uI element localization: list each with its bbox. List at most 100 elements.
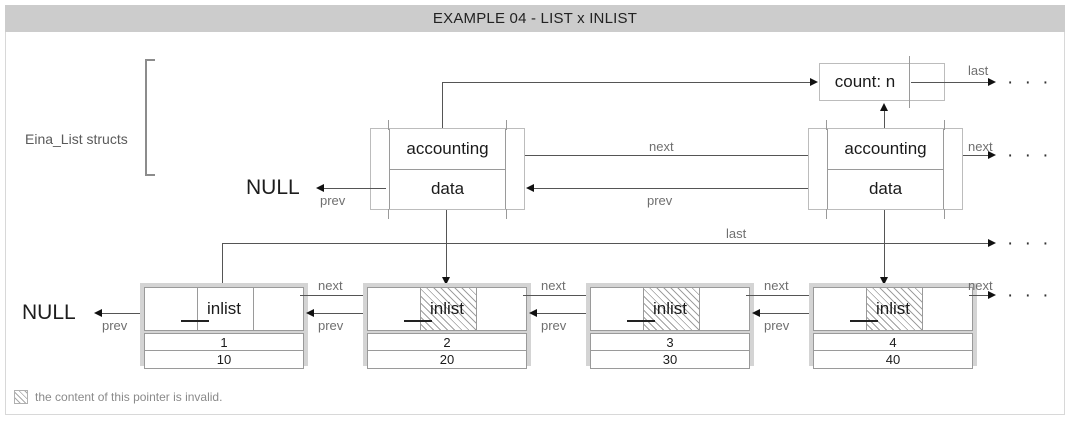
list-node1-prev-line [324, 188, 386, 189]
node2-stub-bottom-left [826, 209, 827, 219]
inlist-node-4-seg-left [866, 288, 867, 330]
inlist-node-2-seg-left [420, 288, 421, 330]
inlist-node-1-seg-right [253, 288, 254, 330]
node2-stub-bottom-right [944, 209, 945, 219]
list-node1-prev-arrowhead [316, 184, 324, 192]
inlist-node-2-seg-right [476, 288, 477, 330]
inlist-node-1-top: inlist [144, 287, 304, 331]
inlist-node-3-invalid-hatch [643, 288, 699, 330]
inlist-node2-prev-label: prev [318, 318, 344, 333]
inlist-node3-next-label: next [764, 278, 789, 293]
count-last-edge-line [911, 82, 989, 83]
list-node2-next-line [963, 155, 989, 156]
inlist-node1-prev-label: prev [102, 318, 128, 333]
list-node2-prev-label: prev [647, 193, 673, 208]
inlist-node-2-top: inlist [367, 287, 527, 331]
node1-stub-top-right [506, 120, 507, 130]
inlist-node-2-value2: 20 [367, 351, 527, 369]
node2-stub-top-right [944, 120, 945, 130]
inlist-node-2-label: inlist [429, 299, 464, 318]
inlist-node-1: inlist 1 10 [140, 283, 308, 369]
list-node1-data-pointer-arrowhead [442, 277, 450, 285]
inlist-node3-prev-arrowhead [529, 309, 537, 317]
accounting1-to-count-vline [442, 82, 443, 152]
inlist-node3-next-line [746, 295, 812, 296]
inlist-node-1-underscore [181, 320, 209, 322]
node1-stub-bottom-right [506, 209, 507, 219]
list-node1-next-label: next [649, 139, 674, 154]
inlist-node2-prev-arrowhead [306, 309, 314, 317]
eina-list-group-bracket [145, 59, 155, 176]
last-edge-ellipsis: · · · [1007, 233, 1052, 254]
legend-label: the content of this pointer is invalid. [35, 390, 223, 404]
eina-list-node-1-inner: accounting data [389, 129, 506, 209]
inlist-node-2-value1: 2 [367, 333, 527, 351]
inlist-node-4-label: inlist [875, 299, 910, 318]
inlist-node-3-seg-right [699, 288, 700, 330]
inlist-node-4-invalid-hatch [866, 288, 922, 330]
accounting2-to-count-vline [884, 110, 885, 134]
inlist-node4-next-arrowhead [988, 291, 996, 299]
inlist-prev-null-label: NULL [22, 301, 76, 324]
node1-stub-top-left [388, 120, 389, 130]
list-node2-prev-line [534, 188, 819, 189]
inlist-node3-prev-line [537, 313, 603, 314]
inlist-node-1-seg-left [197, 288, 198, 330]
inlist-node-3-top: inlist [590, 287, 750, 331]
list-node2-data-pointer-line [884, 210, 885, 278]
count-node-divider [909, 56, 910, 108]
accounting1-to-count-hline [442, 82, 812, 83]
inlist-node3-prev-label: prev [541, 318, 567, 333]
legend: the content of this pointer is invalid. [14, 390, 222, 404]
inlist-node2-next-label: next [541, 278, 566, 293]
inlist-node-4-top: inlist [813, 287, 973, 331]
inlist-node4-prev-label: prev [764, 318, 790, 333]
inlist-node4-prev-arrowhead [752, 309, 760, 317]
list-node1-prev-label: prev [320, 193, 346, 208]
last-edge-vline [222, 243, 223, 289]
inlist-node-3-label: inlist [652, 299, 687, 318]
list-prev-null-label: NULL [246, 176, 300, 199]
page-title: EXAMPLE 04 - LIST x INLIST [432, 10, 638, 27]
inlist-node-3-value1: 3 [590, 333, 750, 351]
diagram-title-bar: EXAMPLE 04 - LIST x INLIST [5, 5, 1065, 32]
eina-list-group-label: Eina_List structs [25, 131, 128, 147]
count-last-arrowhead [988, 78, 996, 86]
eina-list-node-2-data: data [868, 179, 903, 199]
eina-list-node-1-data: data [430, 179, 465, 199]
inlist-node-3-seg-left [643, 288, 644, 330]
inlist-node1-prev-arrowhead [94, 309, 102, 317]
inlist-node-3-value2: 30 [590, 351, 750, 369]
node1-stub-bottom-left [388, 209, 389, 219]
list-node2-next-arrowhead [988, 151, 996, 159]
eina-list-node-2-accounting: accounting [828, 129, 943, 170]
list-node1-next-line [525, 155, 811, 156]
list-node2-next-ellipsis: · · · [1007, 145, 1052, 166]
inlist-node1-next-label: next [318, 278, 343, 293]
inlist-node4-next-label: next [968, 278, 993, 293]
eina-list-node-2: accounting data [808, 128, 963, 210]
inlist-node-1-value1: 1 [144, 333, 304, 351]
inlist-node4-prev-line [760, 313, 826, 314]
list-node2-prev-arrowhead [526, 184, 534, 192]
invalid-pointer-hatch-icon [14, 390, 28, 404]
inlist-node-1-value2: 10 [144, 351, 304, 369]
accounting2-to-count-arrowhead [880, 103, 888, 111]
count-node-label: count: n [834, 72, 896, 91]
inlist-node-3: inlist 3 30 [586, 283, 754, 369]
inlist-node-4: inlist 4 40 [809, 283, 977, 369]
eina-list-node-1-accounting: accounting [390, 129, 505, 170]
inlist-node2-next-line [523, 295, 589, 296]
list-node2-data-pointer-arrowhead [880, 277, 888, 285]
last-edge-hline [222, 243, 989, 244]
list-node1-data-pointer-line [446, 210, 447, 278]
inlist-node-2: inlist 2 20 [363, 283, 531, 369]
eina-list-node-2-inner: accounting data [827, 129, 944, 209]
inlist-node-4-underscore [850, 320, 878, 322]
list-node2-next-label: next [968, 139, 993, 154]
inlist-node2-prev-line [314, 313, 380, 314]
inlist-node-4-value1: 4 [813, 333, 973, 351]
inlist-node1-next-line [300, 295, 366, 296]
inlist-node-3-underscore [627, 320, 655, 322]
